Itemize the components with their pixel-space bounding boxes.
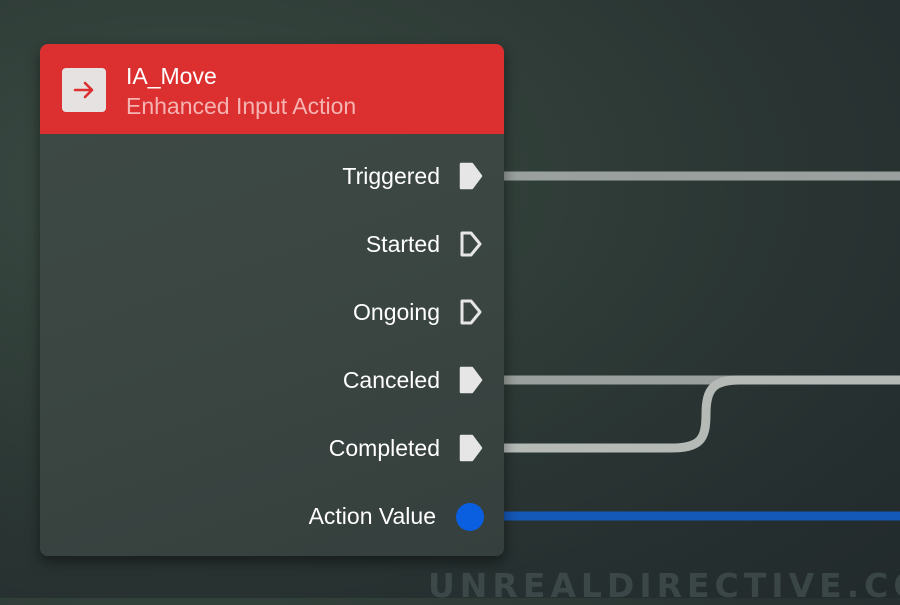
node-subtitle: Enhanced Input Action	[126, 93, 357, 119]
pin-label-action-value: Action Value	[308, 503, 436, 529]
exec-pin-filled-icon[interactable]	[458, 162, 484, 190]
arrow-right-icon	[62, 68, 106, 112]
value-pin-icon[interactable]	[454, 502, 486, 532]
pin-label-canceled: Canceled	[342, 367, 440, 393]
exec-pin-filled-icon[interactable]	[458, 434, 484, 462]
input-action-node[interactable]: IA_Move Enhanced Input Action Triggered …	[40, 44, 504, 556]
exec-pin-outline-icon[interactable]	[458, 230, 484, 258]
node-title: IA_Move	[126, 63, 217, 89]
wire-completed[interactable]	[482, 375, 900, 453]
exec-pin-filled-icon[interactable]	[458, 366, 484, 394]
pin-label-started: Started	[365, 231, 440, 257]
exec-pin-outline-icon[interactable]	[458, 298, 484, 326]
pin-label-ongoing: Ongoing	[353, 299, 440, 325]
watermark: UNREALDIRECTIVE.COM	[428, 566, 900, 605]
pin-label-triggered: Triggered	[342, 163, 440, 189]
pin-label-completed: Completed	[328, 435, 440, 461]
node-header[interactable]: IA_Move Enhanced Input Action	[40, 44, 504, 134]
